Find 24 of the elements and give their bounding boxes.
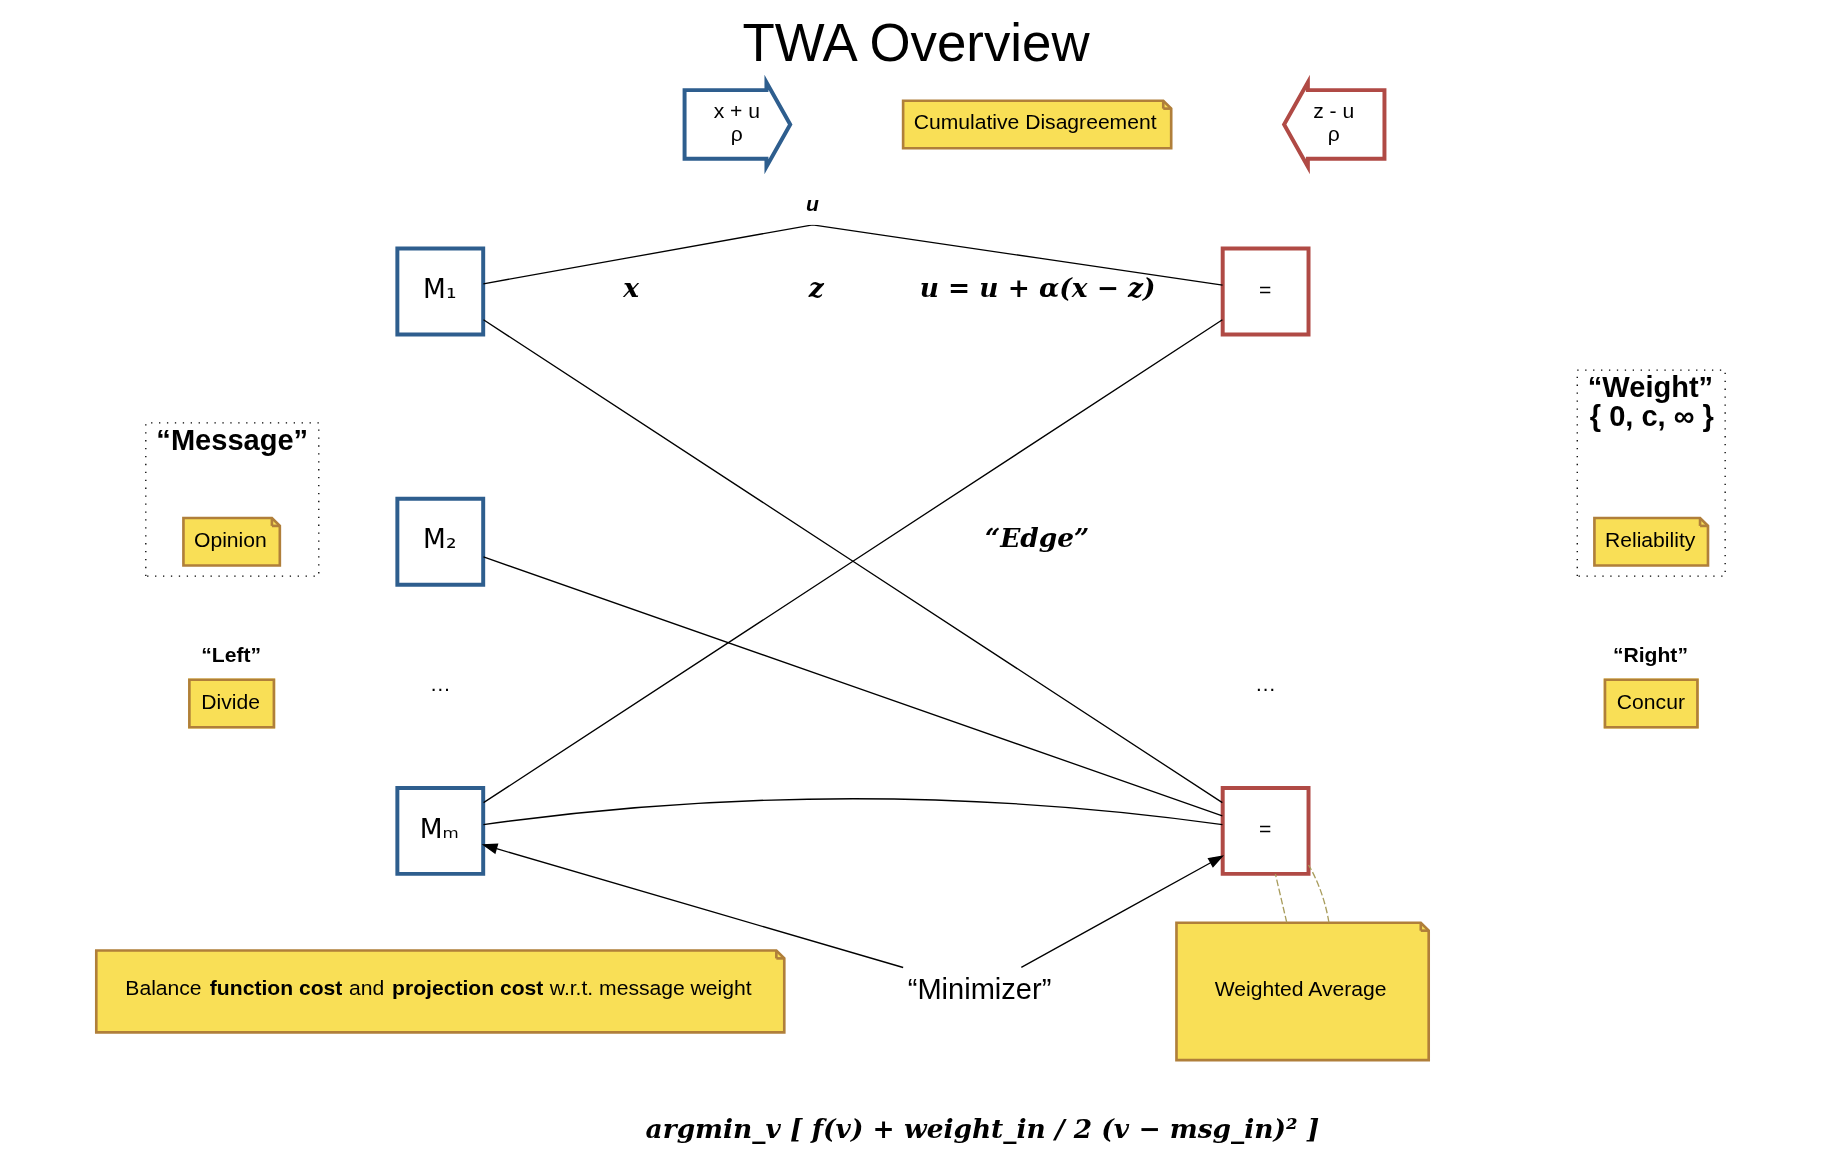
node-label: “Right”	[1612, 643, 1688, 667]
label: z	[808, 271, 824, 303]
connector	[482, 798, 1224, 826]
node-box: Mₘ	[395, 786, 486, 876]
diagram-title: TWA Overview	[742, 13, 1090, 73]
node-box: =	[1220, 786, 1311, 876]
connector	[482, 224, 1224, 286]
label: u = u + α(x − z)	[919, 271, 1156, 303]
label: “Edge”	[985, 522, 1090, 554]
arrow	[1020, 855, 1225, 969]
node-box: M₂	[395, 496, 486, 587]
connector	[1274, 873, 1288, 923]
node-label: “Left”	[201, 643, 262, 667]
arrow	[481, 843, 904, 969]
node-text: “Minimizer”	[907, 972, 1052, 1005]
node-text: …	[429, 672, 451, 696]
node-box: =	[1220, 246, 1311, 337]
label: x	[623, 271, 639, 303]
label: argmin_v [ f(v) + weight_in / 2 (v − msg_in)² ]	[645, 1112, 1320, 1144]
edge-label: u	[806, 192, 819, 216]
connector	[482, 556, 1223, 817]
node-box: M₁	[395, 246, 486, 337]
connector	[1307, 864, 1330, 923]
node-text: …	[1255, 672, 1277, 696]
